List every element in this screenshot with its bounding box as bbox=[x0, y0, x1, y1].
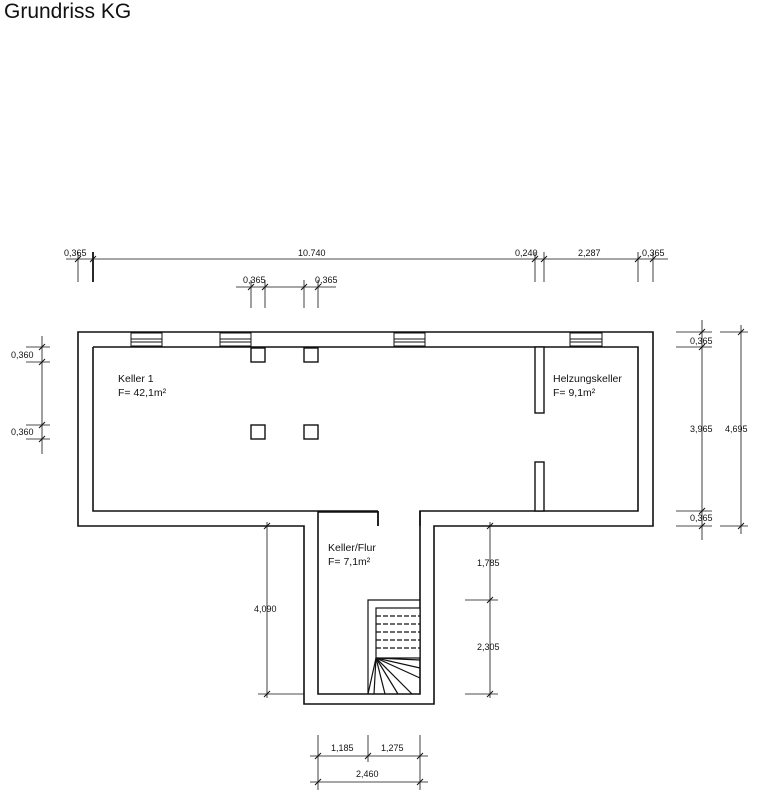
window-4 bbox=[569, 332, 603, 347]
dim-bottom-1: 1,185 bbox=[331, 743, 354, 753]
room-area-keller1: F= 42,1m² bbox=[118, 387, 167, 399]
room-area-heizung: F= 9,1m² bbox=[553, 387, 596, 399]
dim-top-heizung: 2,287 bbox=[578, 248, 601, 258]
dim-left-1: 0,360 bbox=[11, 350, 34, 360]
dim-pillar-1: 0,365 bbox=[243, 275, 266, 285]
pillar bbox=[250, 424, 266, 440]
room-name-heizung: Helzungskeller bbox=[553, 373, 622, 385]
dimension-labels: 0,365 10.740 0,240 2,287 0,365 0,365 0,3… bbox=[11, 248, 748, 779]
building-walls bbox=[77, 331, 654, 705]
dim-bottom-2: 1,275 bbox=[381, 743, 404, 753]
pillar bbox=[303, 424, 319, 440]
dim-top-partition: 0,240 bbox=[515, 248, 538, 258]
inner-wall-left bbox=[92, 347, 378, 512]
room-name-flur: Keller/Flur bbox=[328, 542, 376, 554]
dim-left-2: 0,360 bbox=[11, 427, 34, 437]
page-title: Grundriss KG bbox=[4, 0, 132, 23]
dim-stair-right-1: 1,785 bbox=[477, 558, 500, 568]
pillars bbox=[250, 347, 319, 440]
room-area-flur: F= 7,1m² bbox=[328, 556, 371, 568]
dim-top-wall-right: 0,365 bbox=[642, 248, 665, 258]
dim-stair-right-2: 2,305 bbox=[477, 642, 500, 652]
inner-wall bbox=[93, 346, 639, 695]
staircase bbox=[367, 599, 421, 695]
dim-right-top-wall: 0,365 bbox=[690, 336, 713, 346]
dim-right-bottom-wall: 0,365 bbox=[690, 513, 713, 523]
window-2 bbox=[219, 332, 252, 347]
pillar bbox=[303, 347, 319, 363]
dimension-lines bbox=[26, 252, 748, 790]
dim-top-wall-left: 0,365 bbox=[64, 248, 87, 258]
pillar bbox=[250, 347, 266, 363]
dim-bottom-total: 2,460 bbox=[356, 769, 379, 779]
room-name-keller1: Keller 1 bbox=[118, 373, 154, 385]
windows bbox=[130, 332, 603, 347]
dim-stair-left: 4,090 bbox=[254, 604, 277, 614]
dimension-ticks bbox=[38, 255, 745, 786]
dim-right-inner: 3,965 bbox=[690, 424, 713, 434]
outer-wall bbox=[77, 331, 654, 705]
dim-right-total: 4,695 bbox=[725, 424, 748, 434]
window-1 bbox=[130, 332, 163, 347]
partition-wall bbox=[534, 346, 545, 512]
dim-pillar-2: 0,365 bbox=[315, 275, 338, 285]
dim-top-main: 10.740 bbox=[298, 248, 326, 258]
window-3 bbox=[393, 332, 426, 347]
